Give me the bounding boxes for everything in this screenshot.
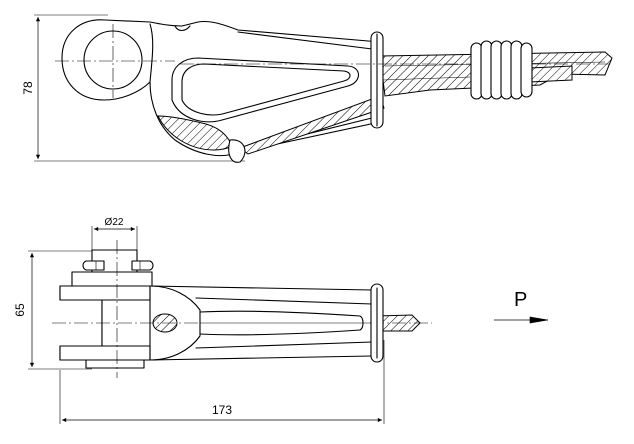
wedge-clamp-body-bottom — [149, 283, 384, 363]
wedge-clamp-body-top — [61, 19, 385, 163]
dimension-length-label: 173 — [212, 403, 232, 417]
dimension-height-top-label: 78 — [21, 81, 35, 95]
dimension-diameter: Ø22 — [91, 217, 138, 250]
bottom-view: Ø22 65 173 — [13, 217, 432, 424]
dimension-diameter-label: Ø22 — [105, 217, 124, 228]
dimension-height-top: 78 — [21, 14, 245, 162]
load-indicator: P — [494, 289, 549, 324]
load-label: P — [514, 289, 527, 311]
dimension-height-bottom: 65 — [13, 250, 92, 370]
dimension-height-bottom-label: 65 — [13, 303, 27, 317]
dimension-length: 173 — [59, 340, 385, 424]
wire-binding-coil — [470, 40, 533, 100]
top-view: 78 — [21, 14, 613, 163]
